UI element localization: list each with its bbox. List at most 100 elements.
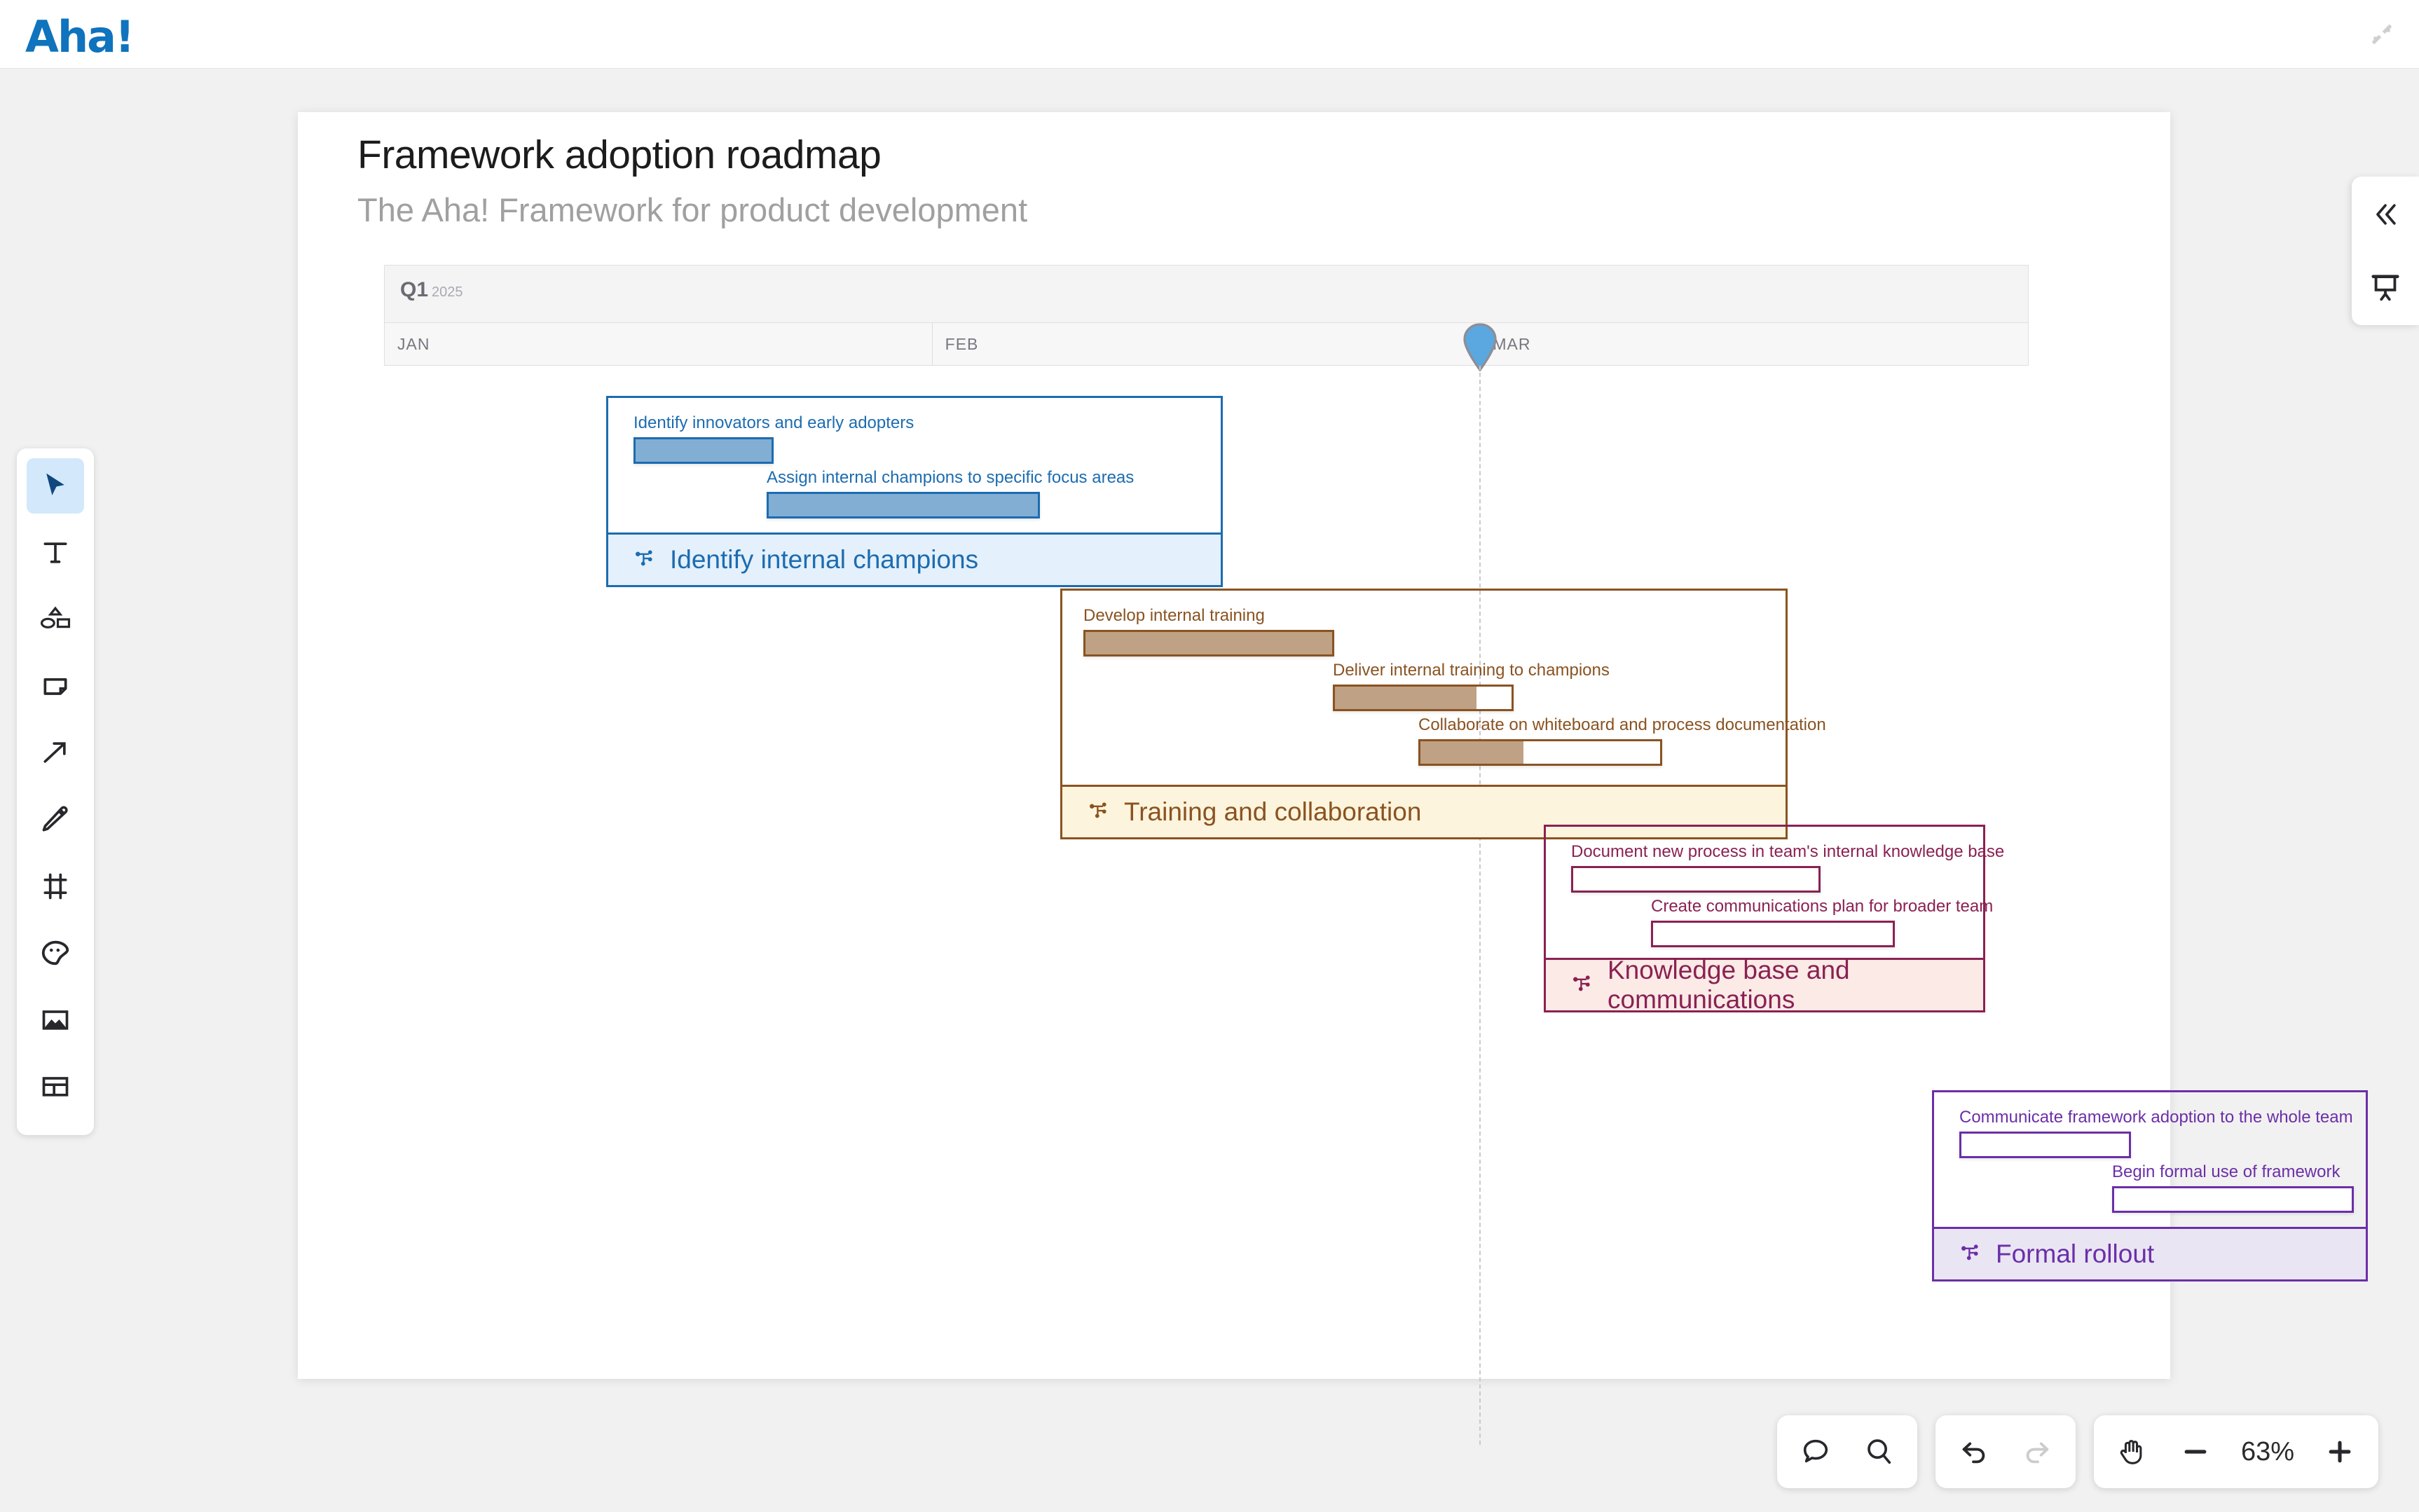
text-icon	[43, 542, 67, 563]
item-label: Collaborate on whiteboard and process do…	[1418, 715, 1826, 734]
today-pin-icon	[1463, 323, 1497, 372]
item-progress-bar[interactable]	[1418, 739, 1662, 766]
right-panel	[2352, 177, 2419, 325]
sticker-icon	[41, 940, 69, 965]
exit-fullscreen-button[interactable]	[2363, 15, 2401, 53]
page-subtitle: The Aha! Framework for product developme…	[357, 191, 1028, 228]
initiative-icon	[1088, 800, 1109, 825]
item-progress-bar[interactable]	[1959, 1132, 2131, 1158]
zoom-level[interactable]: 63%	[2240, 1436, 2295, 1466]
roadmap-item[interactable]: Communicate framework adoption to the wh…	[1959, 1108, 2353, 1158]
item-progress-bar[interactable]	[1651, 921, 1895, 947]
item-progress-bar[interactable]	[767, 492, 1040, 518]
roadmap-group[interactable]: Document new process in team's internal …	[1544, 825, 2004, 1014]
pan-button[interactable]	[2104, 1423, 2161, 1480]
select-tool[interactable]	[27, 458, 84, 514]
group-name: Knowledge base and communications	[1608, 956, 1850, 1014]
sticker-tool[interactable]	[27, 925, 84, 980]
present-button[interactable]	[2364, 266, 2407, 309]
item-progress-fill	[769, 494, 1038, 516]
aha-logo[interactable]: Aha!	[25, 11, 135, 62]
text-tool[interactable]	[27, 525, 84, 580]
comment-icon	[1803, 1439, 1828, 1463]
zoom-out-button[interactable]	[2167, 1423, 2224, 1480]
zoom-tools-group: 63%	[2094, 1415, 2378, 1488]
item-progress-fill	[1085, 632, 1332, 654]
quarter-value: Q1	[400, 278, 429, 301]
roadmap-item[interactable]: Document new process in team's internal …	[1571, 842, 2004, 893]
item-progress-bar[interactable]	[633, 437, 774, 464]
item-label: Document new process in team's internal …	[1571, 842, 2005, 861]
view-tools-group	[1777, 1415, 1917, 1488]
search-icon	[1868, 1439, 1891, 1464]
collapse-panel-button[interactable]	[2364, 193, 2407, 236]
history-tools-group	[1935, 1415, 2076, 1488]
month-label: JAN	[397, 334, 430, 353]
frame-tool[interactable]	[27, 858, 84, 914]
month-label: FEB	[945, 334, 979, 353]
cursor-icon	[46, 473, 64, 495]
redo-icon	[2026, 1442, 2049, 1464]
group-body: Document new process in team's internal …	[1544, 825, 2004, 958]
item-progress-bar[interactable]	[2112, 1186, 2354, 1213]
template-tool[interactable]	[27, 1059, 84, 1114]
shape-tool[interactable]	[27, 591, 84, 647]
connector-tool[interactable]	[27, 725, 84, 781]
group-footer[interactable]: Formal rollout	[1932, 1227, 2368, 1281]
image-icon	[42, 1010, 69, 1030]
group-name: Training and collaboration	[1124, 797, 1422, 826]
roadmap-item[interactable]: Begin formal use of framework	[2112, 1162, 2354, 1213]
initiative-icon	[1959, 1242, 1980, 1267]
sticky-note-icon	[43, 678, 67, 696]
today-pin	[1460, 322, 1500, 372]
timeline-month-mar: MAR	[1480, 323, 2028, 365]
item-label: Create communications plan for broader t…	[1651, 897, 1994, 916]
item-progress-bar[interactable]	[1333, 685, 1514, 711]
group-footer[interactable]: Identify internal champions	[606, 532, 1223, 587]
note-tool[interactable]	[27, 659, 84, 714]
comment-button[interactable]	[1787, 1423, 1844, 1480]
roadmap-group[interactable]: Communicate framework adoption to the wh…	[1932, 1090, 2368, 1281]
page-title: Framework adoption roadmap	[357, 132, 882, 177]
redo-button[interactable]	[2008, 1423, 2066, 1480]
pen-tool[interactable]	[27, 792, 84, 847]
item-progress-fill	[636, 439, 772, 462]
bottom-toolbar: 63%	[1777, 1415, 2378, 1488]
hand-icon	[2120, 1440, 2142, 1464]
roadmap-item[interactable]: Create communications plan for broader t…	[1651, 897, 1993, 947]
shapes-icon	[40, 606, 71, 628]
group-name: Formal rollout	[1996, 1239, 2155, 1268]
frame-icon	[43, 873, 67, 900]
timeline-month-feb: FEB	[933, 323, 1481, 365]
zoom-in-button[interactable]	[2311, 1423, 2369, 1480]
timeline-month-jan: JAN	[385, 323, 933, 365]
top-bar: Aha!	[0, 0, 2419, 69]
roadmap-item[interactable]: Assign internal champions to specific fo…	[767, 468, 1134, 518]
roadmap-item[interactable]: Collaborate on whiteboard and process do…	[1418, 715, 1826, 766]
group-body: Communicate framework adoption to the wh…	[1932, 1090, 2368, 1227]
roadmap-item[interactable]: Develop internal training	[1083, 606, 1334, 657]
roadmap-item[interactable]: Deliver internal training to champions	[1333, 661, 1610, 711]
item-progress-bar[interactable]	[1083, 630, 1334, 657]
initiative-icon	[633, 548, 655, 572]
item-label: Communicate framework adoption to the wh…	[1959, 1108, 2353, 1127]
initiative-icon	[1571, 973, 1592, 998]
item-progress-bar[interactable]	[1571, 866, 1821, 893]
year-value: 2025	[432, 284, 463, 300]
left-toolbar	[17, 448, 94, 1135]
undo-button[interactable]	[1945, 1423, 2003, 1480]
search-button[interactable]	[1850, 1423, 1907, 1480]
group-footer[interactable]: Knowledge base and communications	[1544, 956, 1985, 1014]
item-label: Deliver internal training to champions	[1333, 661, 1610, 680]
chevron-double-left-icon	[2376, 204, 2396, 225]
roadmap-item[interactable]: Identify innovators and early adopters	[633, 413, 914, 464]
item-label: Begin formal use of framework	[2112, 1162, 2341, 1181]
group-footer[interactable]: Training and collaboration	[1060, 785, 1788, 839]
plus-icon	[2329, 1441, 2351, 1463]
image-tool[interactable]	[27, 992, 84, 1047]
